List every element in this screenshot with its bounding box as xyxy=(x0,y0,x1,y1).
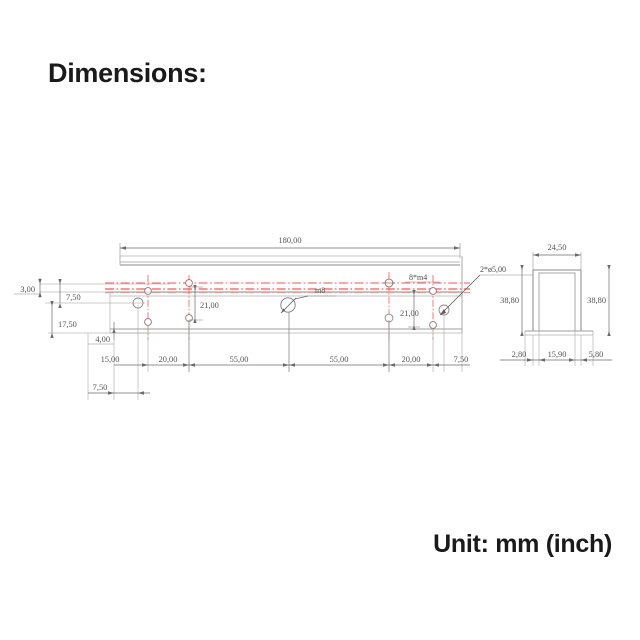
side-view-profile xyxy=(524,269,594,336)
dim-side-5-80: 5,80 xyxy=(589,350,604,359)
front-view-inner-dimensions: 21,00 21,00 xyxy=(189,285,420,330)
side-view-top-dimension: 24,50 xyxy=(532,243,582,272)
dim-side-2-80: 2,80 xyxy=(512,350,527,359)
front-view-bottom-dimensions: 15,00 20,00 55,00 55,00 20,00 7,50 7,50 xyxy=(87,305,470,400)
dim-bottom-20-00-left: 20,00 xyxy=(159,355,178,364)
dim-bottom-7-50-right: 7,50 xyxy=(454,355,469,364)
dim-bottom-20-00-right: 20,00 xyxy=(402,355,421,364)
dim-bottom-55-00-right: 55,00 xyxy=(330,355,349,364)
callout-m8-label: m8 xyxy=(315,286,325,295)
callout-8xm4: 8*m4 xyxy=(405,273,440,283)
dim-overall-length: 180,00 xyxy=(278,236,301,245)
front-view-left-dimensions: 3,00 7,50 17,50 4,00 xyxy=(14,278,170,345)
front-view-body-outline xyxy=(109,255,463,334)
dim-side-15-90: 15,90 xyxy=(548,350,567,359)
callout-2x-dia5: 2*ø5,00 xyxy=(439,265,533,316)
dim-inner-21-00-left: 21,00 xyxy=(200,301,219,310)
side-view-height-left: 38,80 xyxy=(500,265,524,336)
dim-left-7-50: 7,50 xyxy=(66,293,81,302)
side-view-height-right: 38,80 xyxy=(587,265,611,336)
dim-left-3-00: 3,00 xyxy=(20,285,35,294)
callout-2x-dia5-label: 2*ø5,00 xyxy=(480,265,506,274)
front-view-holes xyxy=(132,278,450,329)
callout-m8: m8 xyxy=(280,286,336,314)
dim-side-38-80-right: 38,80 xyxy=(587,296,606,305)
page-title: Dimensions: xyxy=(48,58,207,88)
dim-bottom-55-00-left: 55,00 xyxy=(230,355,249,364)
callout-8xm4-label: 8*m4 xyxy=(409,273,427,282)
dim-bottom-lower-7-50: 7,50 xyxy=(93,383,108,392)
unit-note: Unit: mm (inch) xyxy=(433,530,612,558)
dim-left-4-00: 4,00 xyxy=(95,335,110,344)
dim-bottom-15-00: 15,00 xyxy=(101,355,120,364)
dim-inner-21-00-right: 21,00 xyxy=(400,309,419,318)
dim-side-38-80-left: 38,80 xyxy=(500,296,519,305)
front-view-centerlines-horizontal xyxy=(105,282,470,294)
side-view-bottom-dimensions: 2,80 15,90 5,80 xyxy=(500,331,612,366)
dim-side-24-50: 24,50 xyxy=(548,243,567,252)
dim-left-17-50: 17,50 xyxy=(58,320,77,329)
front-view-top-dimension: 180,00 xyxy=(119,236,461,258)
